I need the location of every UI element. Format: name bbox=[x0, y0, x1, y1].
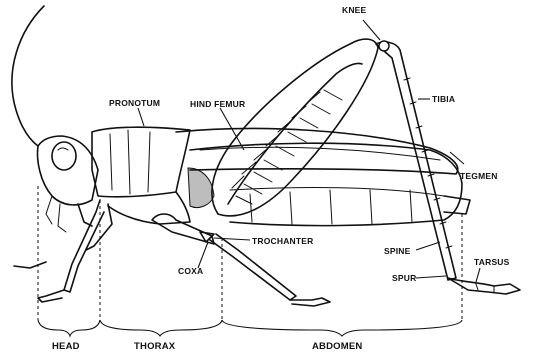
leader-tarsus bbox=[476, 268, 480, 282]
hind-tarsus bbox=[448, 278, 520, 294]
leader-trochanter bbox=[214, 238, 250, 240]
pronotum-shield bbox=[92, 127, 190, 197]
antenna bbox=[12, 6, 44, 146]
leader-knee bbox=[363, 20, 380, 40]
label-head: HEAD bbox=[52, 341, 80, 352]
leader-tegmen bbox=[450, 152, 464, 164]
label-tarsus: TARSUS bbox=[474, 257, 510, 267]
label-tegmen: TEGMEN bbox=[460, 171, 498, 181]
head bbox=[38, 136, 98, 232]
leader-coxa bbox=[198, 242, 208, 268]
thorax bbox=[92, 127, 214, 224]
compound-eye bbox=[52, 142, 76, 170]
label-spur: SPUR bbox=[392, 273, 416, 283]
label-hind-femur: HIND FEMUR bbox=[190, 99, 245, 109]
label-tibia: TIBIA bbox=[432, 94, 455, 104]
label-knee: KNEE bbox=[342, 5, 367, 15]
middle-leg bbox=[152, 214, 330, 306]
leader-spur bbox=[416, 276, 446, 278]
hind-tibia bbox=[376, 41, 456, 280]
label-coxa: COXA bbox=[178, 266, 203, 276]
brace-head bbox=[38, 320, 100, 336]
label-thorax: THORAX bbox=[134, 341, 176, 352]
label-pronotum: PRONOTUM bbox=[109, 98, 160, 108]
brace-thorax bbox=[100, 320, 222, 336]
label-trochanter: TROCHANTER bbox=[252, 236, 314, 246]
label-abdomen: ABDOMEN bbox=[312, 341, 362, 352]
leader-pronotum bbox=[138, 108, 144, 126]
label-spine: SPINE bbox=[384, 246, 411, 256]
abdomen bbox=[190, 143, 470, 225]
leader-spine bbox=[416, 242, 440, 250]
front-leg bbox=[14, 200, 112, 302]
hind-femur bbox=[212, 39, 378, 216]
brace-abdomen bbox=[222, 320, 462, 336]
